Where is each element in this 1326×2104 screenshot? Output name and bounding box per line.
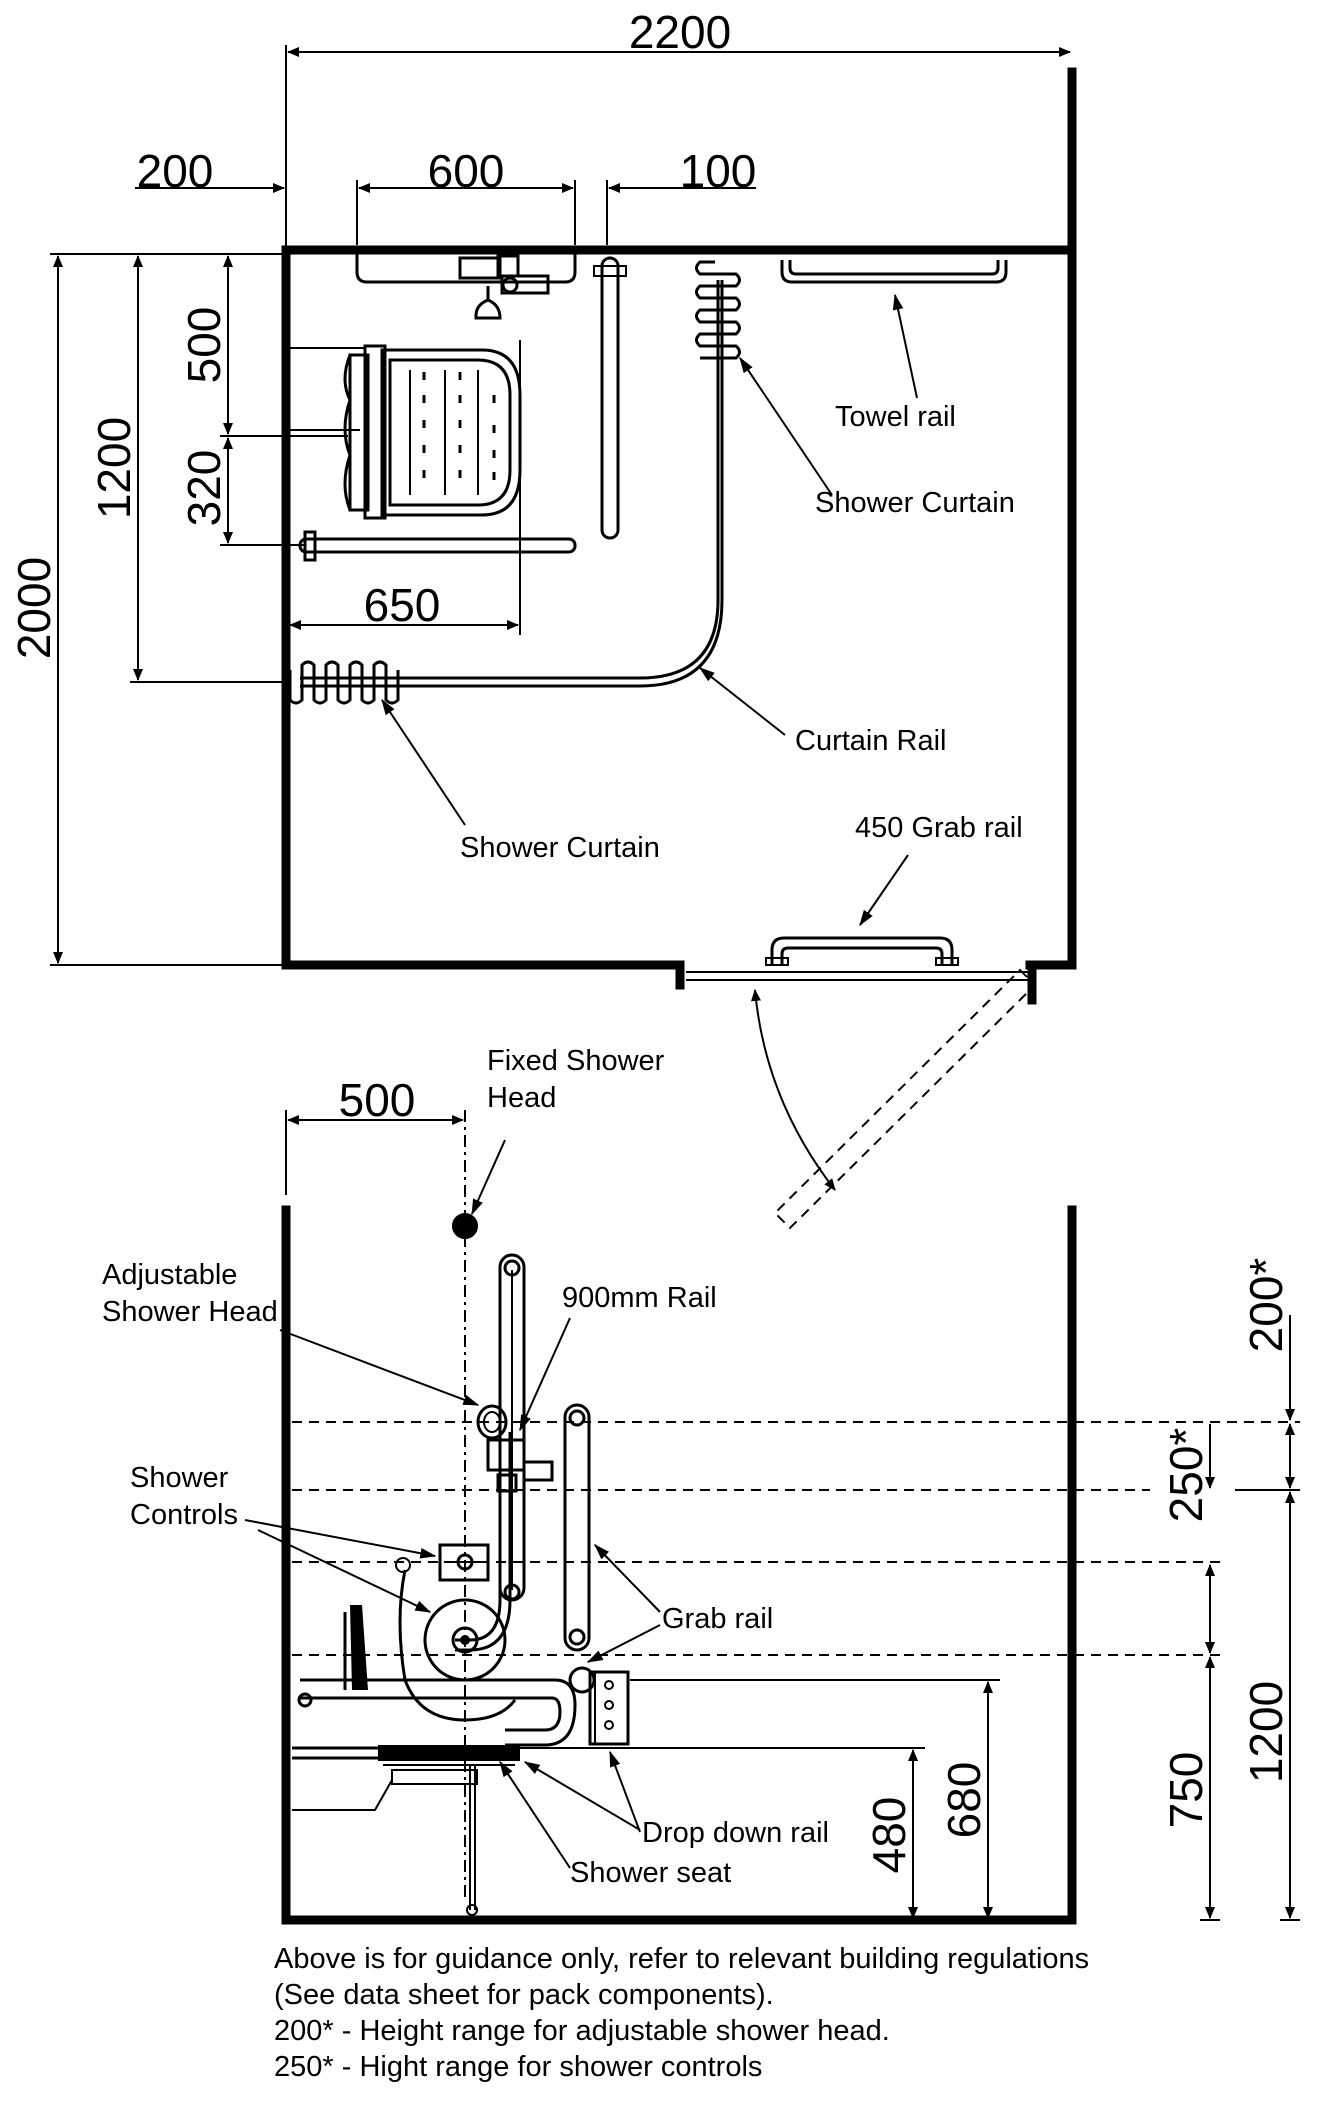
dim-left-offset-text: 200: [137, 145, 214, 197]
label-controls-line2: Controls: [130, 1499, 238, 1531]
dim-curtain-depth-text: 1200: [88, 417, 140, 519]
dim-seat-480-text: 480: [863, 1797, 915, 1874]
plan-grab-rail-450: [765, 936, 959, 966]
plan-shower-seat: [290, 344, 522, 520]
dim-seat-projection: 650: [289, 340, 521, 635]
plan-door: [686, 968, 1037, 1230]
plan-leaders: Towel rail Shower Curtain Curtain Rail S…: [381, 293, 1023, 927]
dim-seat-680-text: 680: [938, 1762, 990, 1839]
adjustable-shower-head: Adjustable Shower Head 900mm Rail: [102, 1259, 717, 1652]
label-adjustable-head-line2: Shower Head: [102, 1296, 278, 1328]
plan-curtain-rail: [300, 280, 724, 688]
label-curtain-rail: Curtain Rail: [795, 725, 947, 757]
note-line-1: Above is for guidance only, refer to rel…: [274, 1943, 1089, 1975]
label-drop-down-rail: Drop down rail: [642, 1817, 829, 1849]
dim-overall-depth: 2000: [8, 253, 284, 966]
label-adjustable-head-line1: Adjustable: [102, 1259, 237, 1291]
plan-curtain-top: [695, 260, 741, 360]
elevation-walls: [281, 1205, 1077, 1925]
grab-rail-label: Grab rail: [586, 1544, 773, 1663]
dim-curtain-depth: 1200: [88, 255, 290, 683]
dim-rail-1200-text: 1200: [1240, 1681, 1292, 1783]
dim-seat-projection-text: 650: [364, 579, 441, 631]
vertical-grab-rail: [563, 1403, 591, 1652]
seat-rail-leaders: Drop down rail Shower seat: [499, 1750, 829, 1889]
dim-seat-width-text: 600: [428, 145, 505, 197]
dim-rail-offset-text: 320: [178, 450, 230, 527]
label-grab-rail: Grab rail: [662, 1603, 773, 1635]
dim-seat-depth-text: 500: [178, 307, 230, 384]
dim-height-stack: 200* 1200 250* 750 680 480: [520, 1258, 1300, 1921]
label-shower-seat: Shower seat: [570, 1857, 731, 1889]
shower-controls: Shower Controls: [130, 1462, 517, 1722]
label-towel-rail: Towel rail: [835, 401, 956, 433]
dim-overall-depth-text: 2000: [8, 557, 60, 659]
note-line-4: 250* - Hight range for shower controls: [274, 2051, 762, 2083]
seat-slots: [409, 370, 496, 495]
plan-curtain-bottom: [288, 660, 400, 705]
dim-adjustable-range-text: 200*: [1240, 1258, 1292, 1353]
elevation-shower-seat: [292, 1605, 520, 1921]
plan-side-rail: [298, 530, 577, 562]
dim-top-row: 200 600 100: [135, 145, 756, 245]
label-rail-900: 900mm Rail: [562, 1282, 717, 1314]
elevation-view: 500 Fixed Shower Head: [102, 1045, 1300, 1925]
note-line-2: (See data sheet for pack components).: [274, 1979, 774, 2011]
label-fixed-head-line2: Head: [487, 1082, 556, 1114]
plan-shower-controls: [355, 250, 577, 320]
dim-head-offset-text: 500: [339, 1074, 416, 1126]
dim-head-offset: 500: [285, 1074, 464, 1195]
label-shower-curtain-bottom: Shower Curtain: [460, 832, 660, 864]
fixed-shower-head: Fixed Shower Head: [452, 1045, 665, 1239]
dim-overall-width: 2200: [285, 6, 1071, 250]
notes: Above is for guidance only, refer to rel…: [274, 1943, 1089, 2083]
drop-down-rail: [297, 1666, 1000, 1747]
plan-vertical-rail: [593, 256, 627, 540]
plan-towel-rail: [780, 260, 1008, 284]
plan-walls: [281, 67, 1077, 1005]
dim-controls-range-text: 250*: [1160, 1428, 1212, 1523]
plan-view: 2200 200 600 100 2000 1200: [8, 6, 1077, 1230]
elevation-reference-lines: [292, 1421, 1300, 1656]
label-grab-rail-450: 450 Grab rail: [855, 812, 1023, 844]
label-shower-curtain-top: Shower Curtain: [815, 487, 1015, 519]
dim-seat-depth: 500 320: [178, 255, 348, 546]
dim-rail-gap-text: 100: [680, 145, 757, 197]
label-fixed-head-line1: Fixed Shower: [487, 1045, 665, 1077]
note-line-3: 200* - Height range for adjustable showe…: [274, 2015, 890, 2047]
dim-rail-750-text: 750: [1160, 1752, 1212, 1829]
dim-overall-width-text: 2200: [629, 6, 731, 58]
label-controls-line1: Shower: [130, 1462, 229, 1494]
